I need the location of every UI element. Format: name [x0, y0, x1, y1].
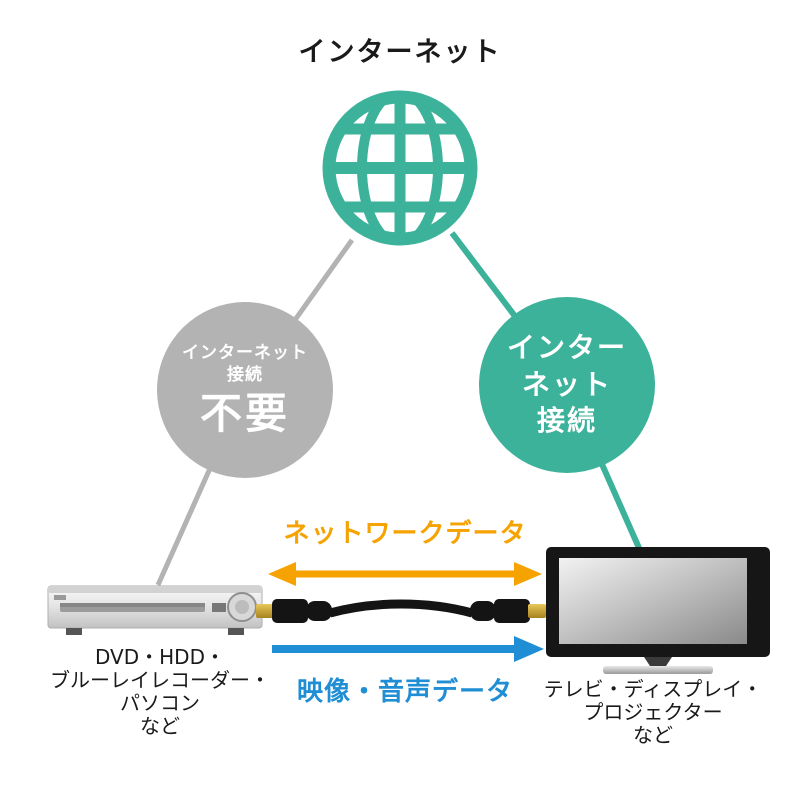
left-device-caption-line2: ブルーレイレコーダー・ [50, 668, 270, 692]
right-device-caption: テレビ・ディスプレイ・ プロジェクター など [526, 678, 780, 747]
recorder-icon [47, 585, 263, 635]
tv-icon [546, 547, 770, 674]
internet-connection-line1: インター [506, 331, 627, 365]
left-device-caption-line3: パソコン [120, 691, 200, 715]
no-internet-emphasis: 不要 [199, 388, 290, 438]
internet-title: インターネット [298, 37, 502, 68]
right-device-caption-line2: プロジェクター [583, 700, 723, 724]
internet-connection-line2: ネット [521, 367, 612, 401]
no-internet-line2: 接続 [227, 364, 263, 385]
av-data-label: 映像・音声データ [296, 677, 513, 707]
left-device-caption-line1: DVD・HDD・ [95, 645, 225, 669]
network-data-label: ネットワークデータ [283, 519, 527, 549]
hdmi-cable-icon [256, 599, 546, 623]
globe-icon [322, 90, 478, 246]
internet-connection-badge: インター ネット 接続 [479, 297, 655, 473]
network-data-arrow-icon [268, 562, 542, 586]
internet-connection-line3: 接続 [536, 404, 597, 438]
left-device-caption: DVD・HDD・ ブルーレイレコーダー・ パソコン など [35, 646, 285, 738]
no-internet-line1: インターネット [182, 342, 308, 363]
right-device-caption-line3: など [633, 723, 673, 747]
right-device-caption-line1: テレビ・ディスプレイ・ [543, 677, 763, 701]
no-internet-required-badge: インターネット 接続 不要 [157, 302, 333, 478]
av-data-arrow-icon [272, 636, 544, 662]
left-device-caption-line4: など [140, 714, 180, 738]
